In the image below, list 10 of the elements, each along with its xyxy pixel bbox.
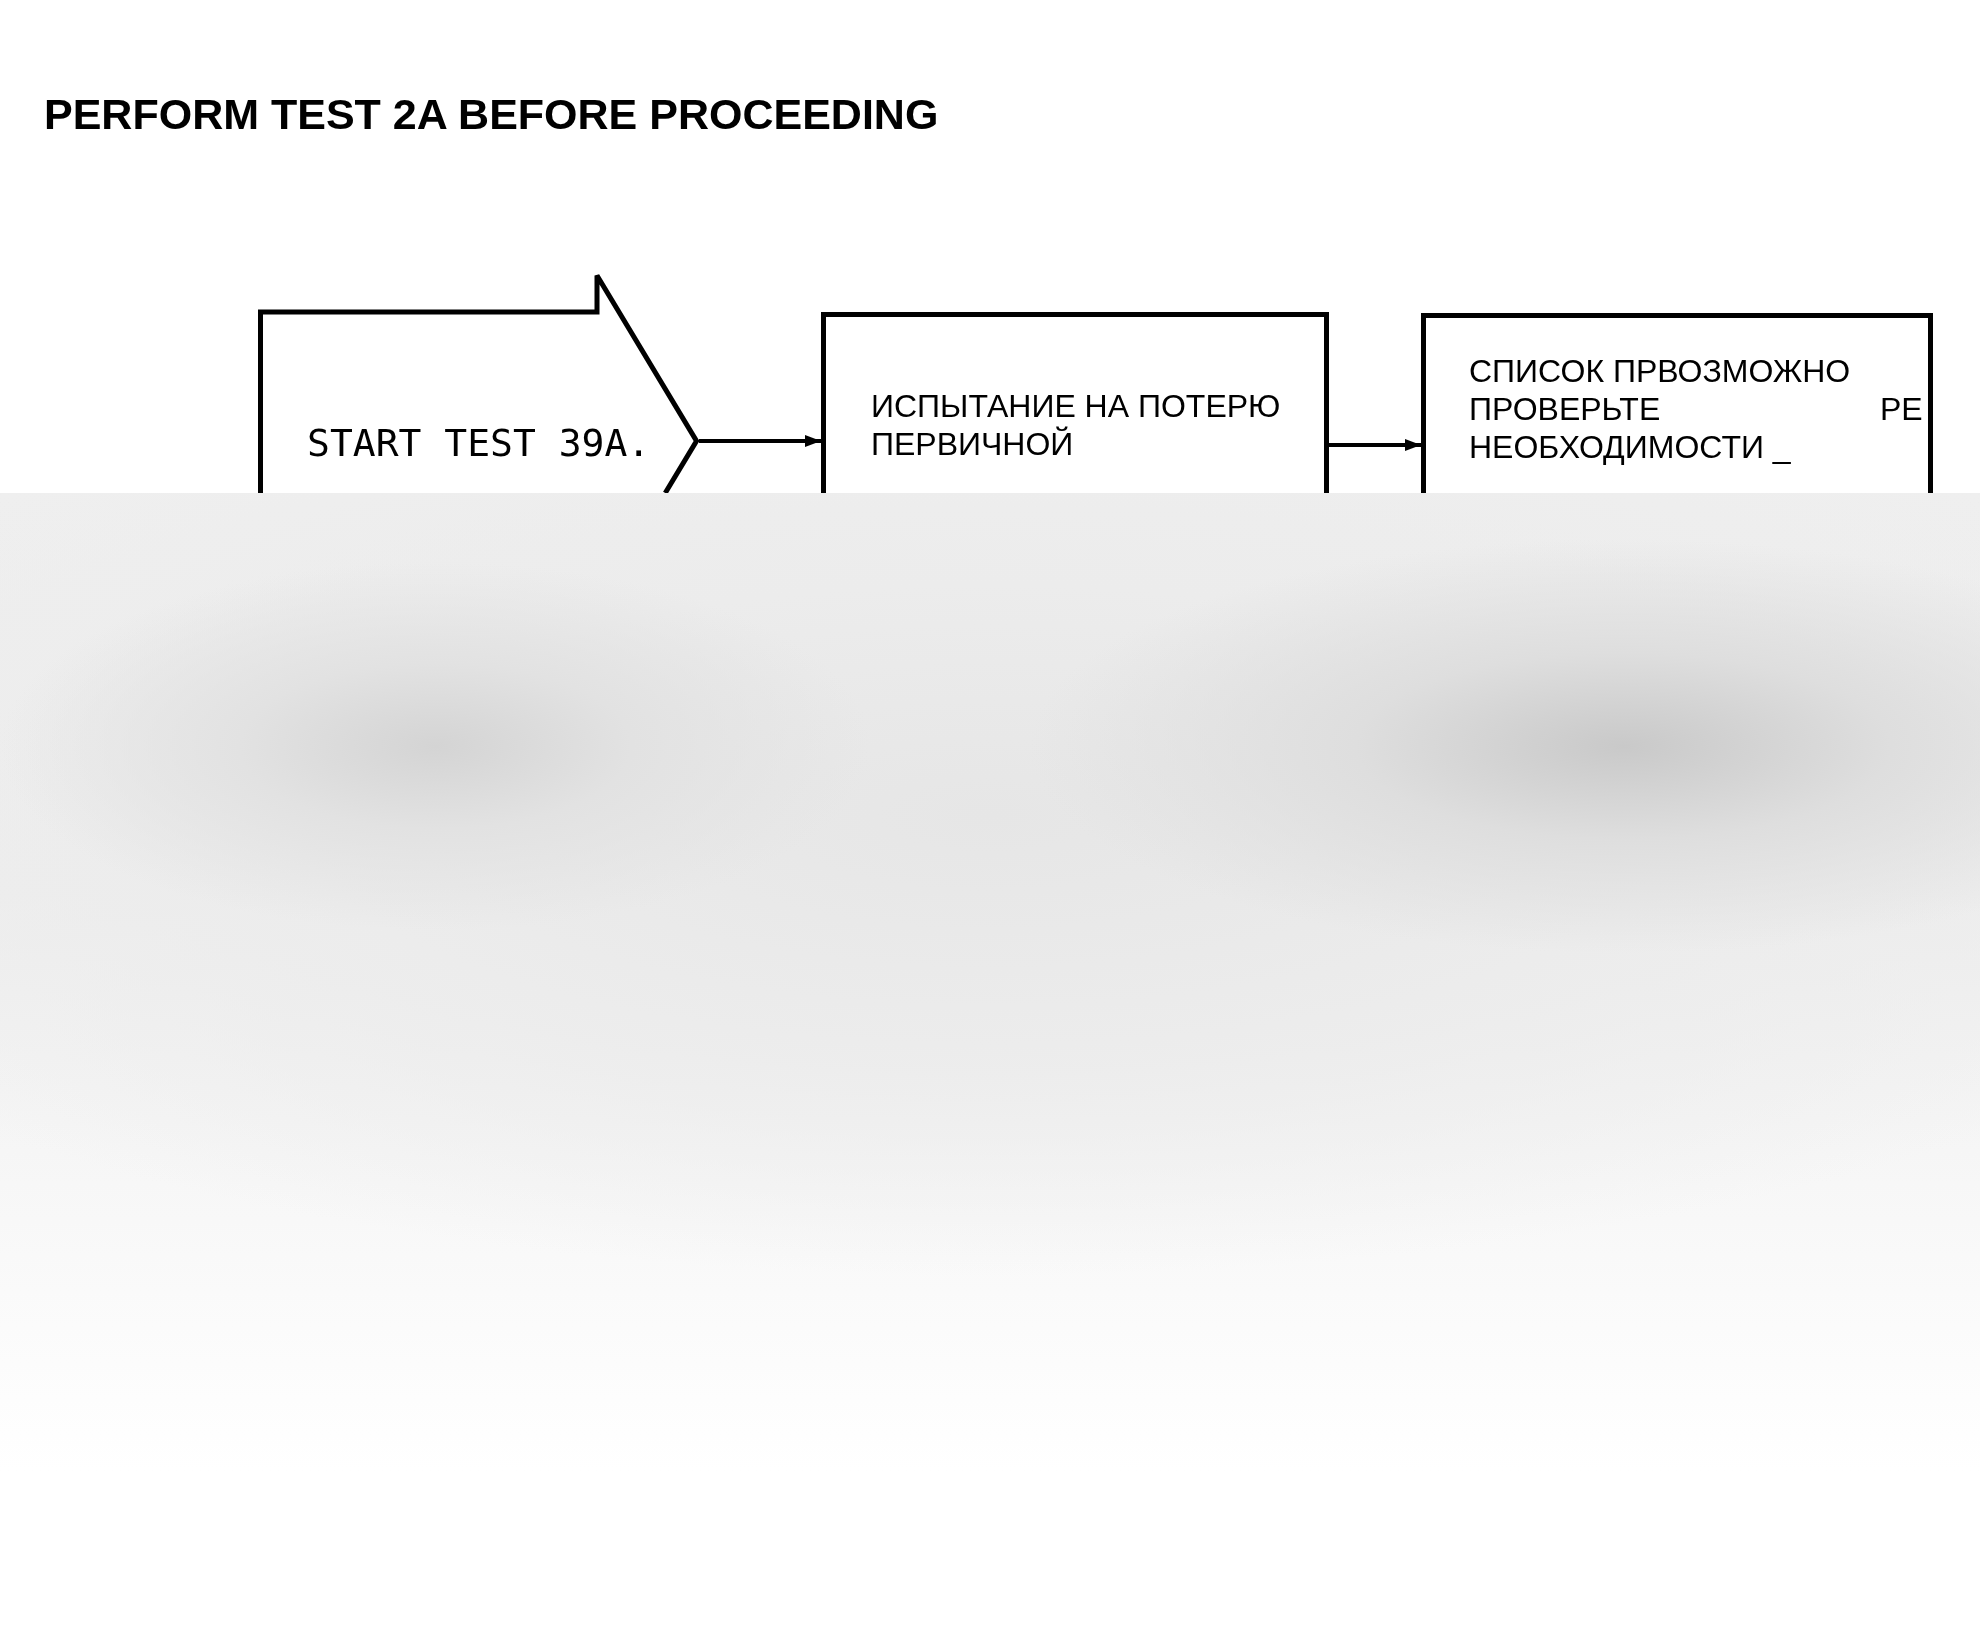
step-text: START TEST 39A. [307, 424, 651, 462]
step-text: НЕОБХОДИМОСТИ _ [1469, 428, 1791, 466]
title: PERFORM TEST 2A BEFORE PROCEEDING [44, 93, 939, 136]
step-text: СПИСОК ПРВОЗМОЖНО ПРОВЕРЬТЕ [1469, 352, 1852, 428]
step-text: ИСПЫТАНИЕ НА ПОТЕРЮ ПЕРВИЧНОЙ [871, 387, 1282, 463]
process-box [821, 312, 1329, 493]
step-text: РЕ [1880, 390, 1923, 428]
arrow [699, 435, 821, 447]
arrow [1329, 439, 1421, 451]
process-box [1421, 313, 1933, 493]
